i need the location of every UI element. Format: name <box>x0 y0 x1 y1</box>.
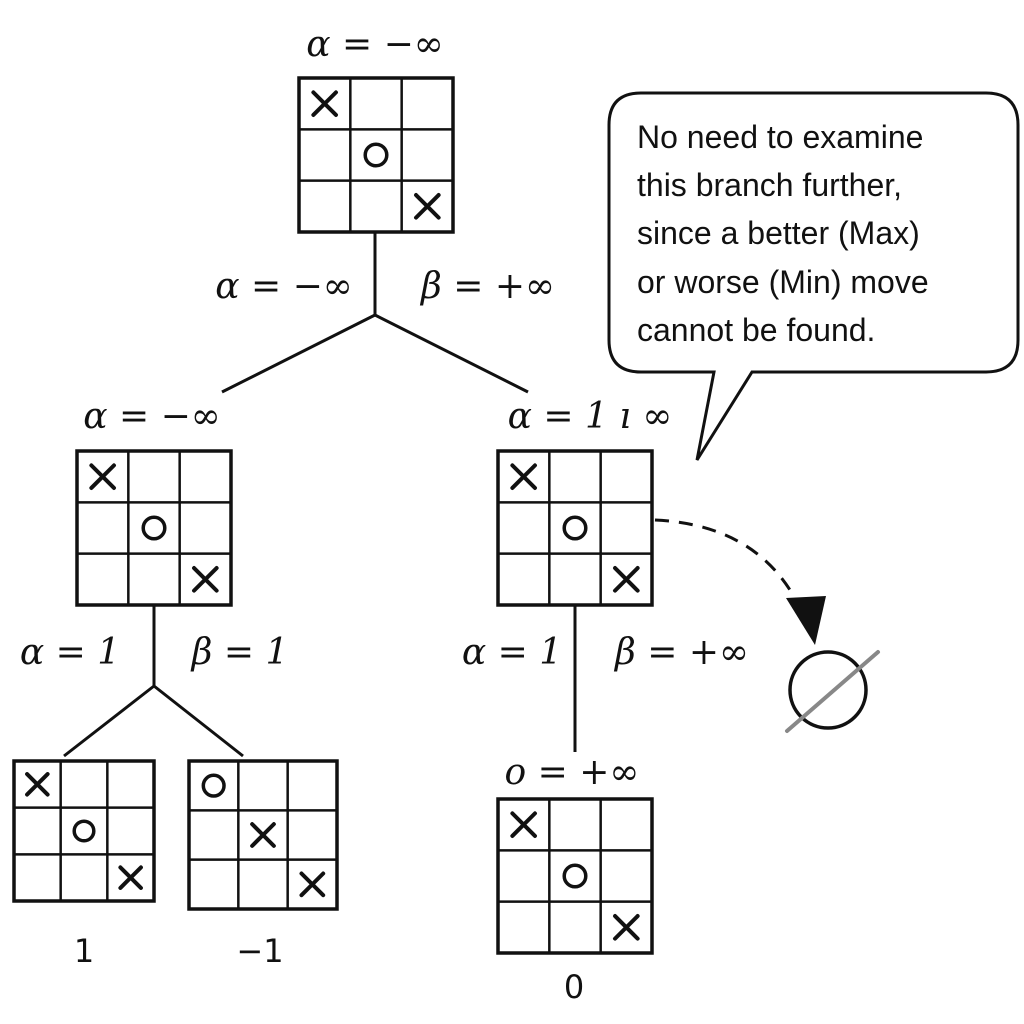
arrow-head <box>786 596 826 645</box>
callout-line-5: cannot be found. <box>637 312 875 348</box>
x-mark <box>414 193 441 220</box>
right-leaf-board <box>496 797 654 955</box>
left-branch-alpha: α = 1 <box>20 632 120 673</box>
x-mark <box>192 566 219 593</box>
root-branch-beta: β = +∞ <box>419 266 555 307</box>
left-board <box>75 449 233 607</box>
callout-bubble: No need to examine this branch further, … <box>607 91 1020 461</box>
right-leaf-value: 0 <box>564 968 584 1006</box>
x-mark <box>89 463 116 490</box>
callout-line-4: or worse (Min) move <box>637 264 929 300</box>
right-branch-alpha: α = 1 <box>462 632 562 673</box>
dashed-arrow-icon <box>654 518 826 645</box>
right-alpha-label: α = 1 ı ∞ <box>508 396 673 437</box>
o-mark <box>141 515 167 541</box>
callout-line-2: this branch further, <box>637 167 902 203</box>
callout-line-1: No need to examine <box>637 119 923 155</box>
right-leaf-label: o = +∞ <box>505 752 640 793</box>
root-alpha-label: α = −∞ <box>306 24 444 65</box>
x-mark <box>299 871 326 898</box>
x-mark <box>613 914 640 941</box>
leaf1-board <box>12 759 156 903</box>
prune-slash <box>785 650 880 733</box>
o-mark <box>201 773 226 798</box>
right-board <box>496 449 654 607</box>
leaf2-value: −1 <box>236 932 283 970</box>
left-alpha-label: α = −∞ <box>83 396 221 437</box>
o-mark <box>562 515 588 541</box>
tree-edges <box>63 228 577 758</box>
root-to-left-edge <box>221 313 376 394</box>
right-branch-beta: β = +∞ <box>613 632 749 673</box>
prune-circle <box>788 650 868 730</box>
left-branch-beta: β = 1 <box>190 632 289 673</box>
callout-line-3: since a better (Max) <box>637 215 920 251</box>
leaf2-board <box>187 759 339 911</box>
dashed-arrow-path <box>654 518 802 609</box>
x-mark <box>250 822 276 848</box>
root-board <box>297 76 455 234</box>
callout-shape <box>607 91 1020 461</box>
root-branch-alpha: α = −∞ <box>215 266 353 307</box>
leaf1-value: 1 <box>74 932 94 970</box>
x-mark <box>118 865 143 890</box>
empty-set-icon <box>785 650 880 733</box>
x-mark <box>510 463 537 490</box>
x-mark <box>510 811 537 838</box>
root-to-right-edge <box>374 313 529 394</box>
o-mark <box>72 819 96 843</box>
x-mark <box>613 566 640 593</box>
left-to-leaf1-edge <box>63 684 155 758</box>
x-mark <box>25 772 50 797</box>
o-mark <box>363 142 389 168</box>
x-mark <box>311 90 338 117</box>
o-mark <box>562 863 588 889</box>
left-to-leaf2-edge <box>153 684 244 758</box>
